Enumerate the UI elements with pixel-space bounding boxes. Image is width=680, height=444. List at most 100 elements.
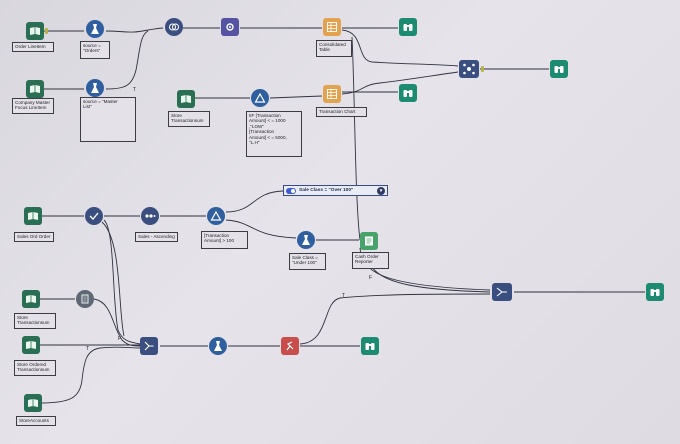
report-tool[interactable]	[360, 232, 378, 250]
input-label-company: Company Master Focus LineItem	[12, 98, 54, 114]
binoculars-icon	[403, 90, 413, 97]
binoculars-icon	[554, 66, 564, 73]
conn-chart-union	[341, 71, 459, 95]
connections	[39, 27, 645, 404]
gear-icon	[226, 23, 234, 31]
input-tool-store-accounts[interactable]	[24, 394, 42, 412]
toggle-switch[interactable]	[286, 187, 296, 194]
binoculars-icon	[365, 343, 375, 350]
browse-tool-1[interactable]	[399, 18, 417, 36]
conn-select1-join1	[105, 27, 164, 33]
select-label-under100: Sale Class = "Under 100"	[289, 253, 326, 270]
filter-label-amount: [Transaction Amount] > 100	[201, 231, 248, 249]
triangle-icon	[210, 210, 222, 221]
union-icon	[463, 63, 475, 75]
input-tool-company[interactable]	[26, 80, 44, 98]
dots-icon	[81, 294, 89, 304]
input-label-store-transactions-2: Store Transactionsum	[14, 313, 56, 329]
input-tool-store-transactions-2[interactable]	[22, 290, 40, 308]
conn-filter2-filterbar	[225, 190, 284, 213]
report-label: Cash Order Reporter	[352, 252, 389, 269]
join-tool-2[interactable]	[140, 337, 158, 355]
record-id-tool[interactable]	[76, 290, 94, 308]
sample-tool[interactable]	[141, 207, 159, 225]
table-icon	[327, 89, 337, 99]
input-label-store-accounts: StoreAccounts	[16, 416, 56, 426]
book-icon	[181, 95, 191, 103]
filter-tool-over100[interactable]	[207, 207, 225, 225]
conn-sort-join2b	[101, 221, 125, 337]
browse-tool-4[interactable]	[646, 283, 664, 301]
book-icon	[28, 399, 38, 407]
union-icon	[496, 287, 507, 297]
union-tool-1[interactable]	[459, 60, 479, 78]
anchor-false-1: F	[369, 275, 372, 281]
output-anchor[interactable]	[45, 28, 48, 34]
table-label-transaction: Transaction Chart	[316, 107, 367, 117]
anchor-true-3: T	[342, 293, 345, 299]
input-tool-sales-order[interactable]	[24, 207, 42, 225]
anchor-true-1: T	[133, 87, 136, 93]
table-tool-transaction[interactable]	[323, 85, 341, 103]
select-tool-master[interactable]	[86, 79, 104, 97]
anchor-marks: T F T F T	[86, 87, 372, 352]
book-icon	[30, 85, 40, 93]
select-label-master: source = "Master List"	[80, 97, 136, 142]
browse-tool-3[interactable]	[399, 84, 417, 102]
conn-table-down	[351, 36, 361, 241]
multi-field-tool[interactable]	[221, 18, 239, 36]
select-tool-4[interactable]	[209, 337, 227, 355]
join-tool[interactable]	[165, 18, 183, 36]
beaker-icon	[302, 235, 310, 245]
conn-sort-join2	[103, 219, 141, 345]
browse-tool-2[interactable]	[550, 60, 568, 78]
conn-sample2-join2	[93, 298, 141, 347]
table-icon	[327, 22, 337, 32]
filter-condition-bar[interactable]: Sale Class = "Over 100" ▾	[283, 185, 388, 196]
formula-label-condition: IIF [Transaction Amount] < = 1000 ,"LOW"…	[246, 111, 302, 157]
book-icon	[30, 27, 40, 35]
input-label-store-ordered: Store Ordered Transactionsum	[14, 360, 56, 376]
chevron-down-icon[interactable]: ▾	[377, 186, 385, 195]
sort-tool[interactable]	[85, 207, 103, 225]
input-label-order: Order LineItem	[12, 42, 54, 52]
input-label-store-transactions: Store Transactionsum	[168, 111, 210, 127]
book-icon	[26, 295, 36, 303]
binoculars-icon	[650, 289, 660, 296]
table-label-consolidated: Consolidated Table	[316, 40, 352, 57]
sort-icon	[89, 212, 99, 220]
conn-runner-union2	[299, 293, 491, 345]
union-output-anchor[interactable]	[481, 66, 484, 72]
browse-tool-5[interactable]	[361, 337, 379, 355]
filter-tool-amount[interactable]	[251, 89, 269, 107]
filter-condition-text: Sale Class = "Over 100"	[299, 188, 354, 193]
select-tool-orders[interactable]	[86, 20, 104, 38]
union-tool-2[interactable]	[492, 283, 512, 301]
input-tool-order[interactable]	[26, 22, 44, 40]
conn-input7-join2	[39, 346, 141, 404]
triangle-icon	[254, 92, 266, 103]
book-icon	[28, 212, 38, 220]
sample-label-sales: Sales - Ascending	[135, 232, 178, 242]
conn-filter-chart	[269, 95, 323, 99]
beaker-icon	[91, 24, 99, 34]
beaker-icon	[214, 341, 222, 351]
beaker-icon	[91, 83, 99, 93]
input-tool-store-ordered[interactable]	[22, 336, 40, 354]
input-tool-store-transactions[interactable]	[177, 90, 195, 108]
runner-tool[interactable]	[281, 337, 299, 355]
join-icon	[169, 23, 179, 31]
conn-report-union2	[369, 263, 491, 293]
table-tool-consolidated[interactable]	[323, 18, 341, 36]
report-icon	[365, 236, 373, 246]
binoculars-icon	[403, 24, 413, 31]
select-tool-under100[interactable]	[297, 231, 315, 249]
book-icon	[26, 341, 36, 349]
conn-select2-join1	[105, 30, 149, 90]
join-icon	[144, 341, 154, 351]
anchor-true-2: T	[86, 346, 89, 352]
dots-icon	[145, 214, 156, 218]
anchor-false-2: F	[118, 336, 121, 342]
conn-table-union	[341, 29, 459, 67]
